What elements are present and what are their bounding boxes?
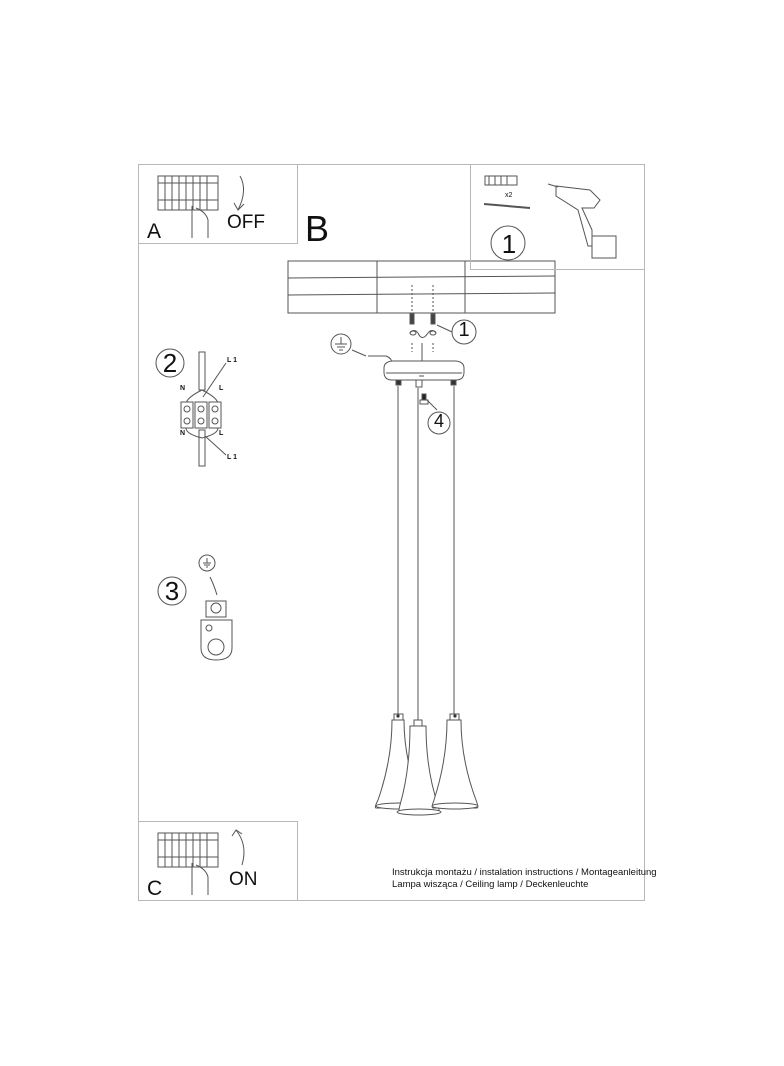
anchor-quantity: x2 [505, 192, 513, 199]
power-on-label: ON [229, 869, 258, 890]
wire-label-l1-top: L 1 [227, 357, 237, 364]
step-c-letter: C [147, 877, 163, 900]
step-c-panel: C ON [138, 821, 298, 901]
tools [483, 175, 617, 259]
wire-label-l-top: L [219, 385, 224, 392]
footer-line-1: Instrukcja montażu / instalation instruc… [392, 867, 657, 878]
step-2-number: 2 [162, 348, 178, 378]
power-off-label: OFF [227, 212, 265, 233]
callout-4: 4 [433, 411, 444, 431]
ground-lug [198, 554, 233, 661]
footer-caption: Instrukcja montażu / instalation instruc… [392, 867, 657, 890]
page-frame [138, 164, 645, 901]
wire-label-l1-bottom: L 1 [227, 454, 237, 461]
wire-label-l-bottom: L [219, 430, 224, 437]
step-3-number: 3 [164, 576, 180, 606]
tools-panel: x2 1 [470, 164, 645, 270]
breaker-a [157, 175, 245, 238]
step-b-letter: B [305, 208, 330, 249]
footer-line-2: Lampa wisząca / Ceiling lamp / Deckenleu… [392, 878, 589, 890]
wire-label-n-bottom: N [180, 430, 186, 437]
step-1-number: 1 [501, 229, 517, 259]
wire-label-n-top: N [180, 385, 186, 392]
callout-1: 1 [458, 319, 470, 341]
wiring-connector [180, 351, 227, 467]
step-a-letter: A [147, 220, 162, 243]
step-a-panel: A OFF [138, 164, 298, 244]
breaker-c [157, 829, 245, 895]
